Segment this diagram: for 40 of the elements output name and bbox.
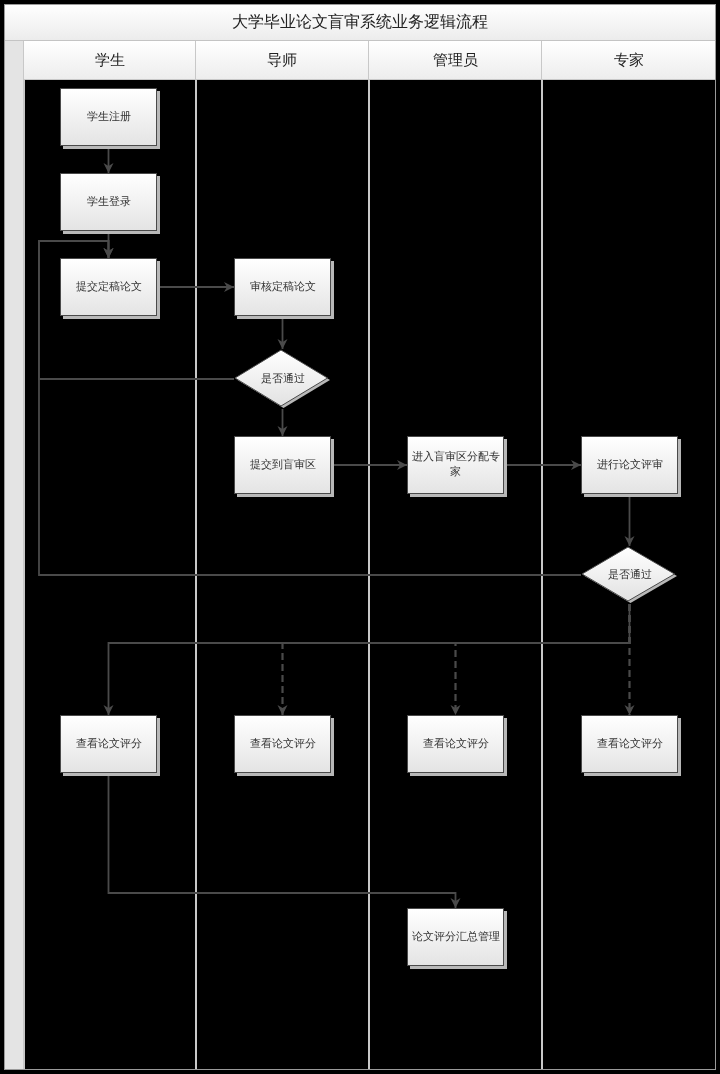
arrow: [38, 240, 582, 576]
swimlane: [541, 41, 715, 1069]
lane-header: 管理员: [368, 41, 541, 80]
step-label: 查看论文评分: [75, 736, 142, 752]
process-box: [60, 88, 157, 146]
step-label: 审核定稿论文: [249, 279, 316, 295]
step-label: 查看论文评分: [422, 736, 489, 752]
process-box: [407, 436, 504, 494]
step-label: 查看论文评分: [596, 736, 663, 752]
lane-header: 导师: [195, 41, 368, 80]
diagram-title: 大学毕业论文盲审系统业务逻辑流程: [232, 12, 488, 33]
step-label: 进行论文评审: [596, 457, 663, 473]
swimlane: [195, 41, 368, 1069]
process-box: [234, 715, 331, 773]
process-box: [60, 173, 157, 231]
process-box: [234, 436, 331, 494]
step-label: 提交到盲审区: [249, 457, 316, 473]
decision-diamond: [234, 349, 331, 409]
step-label: 进入盲审区分配专家: [410, 450, 501, 480]
step-label: 提交定稿论文: [75, 279, 142, 295]
step-label: 学生登录: [86, 194, 131, 210]
process-box: [60, 715, 157, 773]
step-label: 论文评分汇总管理: [411, 929, 500, 945]
decision-diamond: [581, 546, 678, 604]
step-label: 是否通过: [260, 371, 305, 387]
process-box: [581, 715, 678, 773]
process-box: [407, 908, 504, 966]
swimlane: [368, 41, 541, 1069]
process-box: [60, 258, 157, 316]
process-box: [407, 715, 504, 773]
step-label: 是否通过: [607, 567, 652, 583]
dashed-arrow: [624, 604, 635, 715]
lane-header: 专家: [541, 41, 715, 80]
step-label: 查看论文评分: [249, 736, 316, 752]
process-box: [581, 436, 678, 494]
step-label: 学生注册: [86, 109, 131, 125]
lane-header: 学生: [23, 41, 195, 80]
process-box: [234, 258, 331, 316]
arrow: [277, 408, 288, 437]
swimlane: [23, 41, 195, 1069]
